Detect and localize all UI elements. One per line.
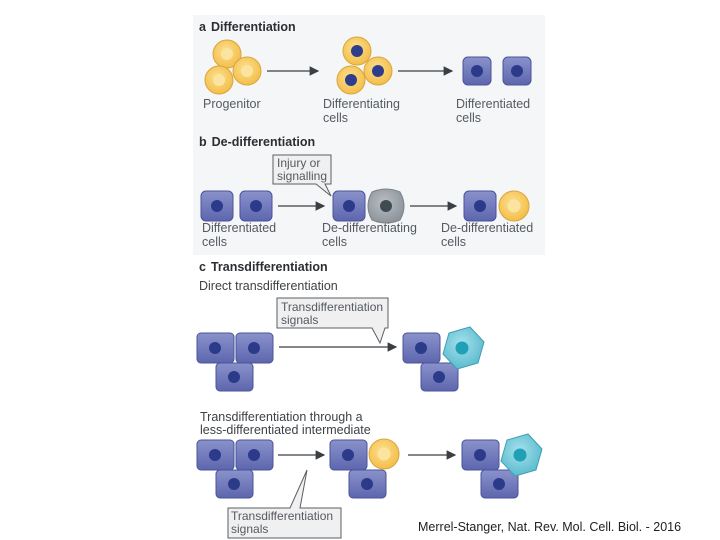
callout-c1-line-2: signals [281,313,319,327]
panel-a-title-text: Differentiation [210,20,296,34]
callout-c1-line-1: Transdifferentiation [281,300,384,314]
panel-c-title-text: Transdifferentiation [210,260,328,274]
panel-b-title-text: De-differentiation [211,135,316,149]
label-direct-transdifferentiation: Direct transdifferentiation [199,279,338,293]
callout-box-c1 [276,297,389,345]
panel-a-letter: a [199,20,206,34]
panel-c-intermediate-graphics [196,433,543,539]
label-differentiating-2: cells [323,111,349,125]
panel-b-graphics [200,154,530,224]
label-differentiating-1: Differentiating [323,97,400,111]
callout-c2-line-2: signals [231,522,269,536]
callout-box-c2 [227,469,342,539]
label-progenitor: Progenitor [203,97,261,111]
panel-b-title: b De-differentiation [199,135,315,149]
panel-a-graphics [204,36,532,95]
label-differentiated-a-2: cells [456,111,482,125]
label-differentiated-b-2: cells [202,235,228,249]
citation: Merrel-Stanger, Nat. Rev. Mol. Cell. Bio… [418,520,682,534]
label-intermediate-1: Transdifferentiation through a [200,410,363,424]
panel-a-title: a Differentiation [199,20,296,34]
callout-b-line-2: signalling [277,169,328,183]
label-dedifferentiated-1: De-differentiated [441,221,534,235]
callout-box-b [272,154,332,197]
callout-b-line-1: Injury or [277,156,321,170]
label-dedifferentiating-1: De-differentiating [322,221,417,235]
panel-c-direct-graphics [196,297,485,392]
panel-c-letter: c [199,260,206,274]
panel-b-letter: b [199,135,207,149]
label-dedifferentiating-2: cells [322,235,348,249]
label-dedifferentiated-2: cells [441,235,467,249]
panel-c-title: c Transdifferentiation [199,260,328,274]
label-differentiated-b-1: Differentiated [202,221,277,235]
label-differentiated-a-1: Differentiated [456,97,531,111]
callout-c2-line-1: Transdifferentiation [231,509,334,523]
label-intermediate-2: less-differentiated intermediate [200,423,371,437]
